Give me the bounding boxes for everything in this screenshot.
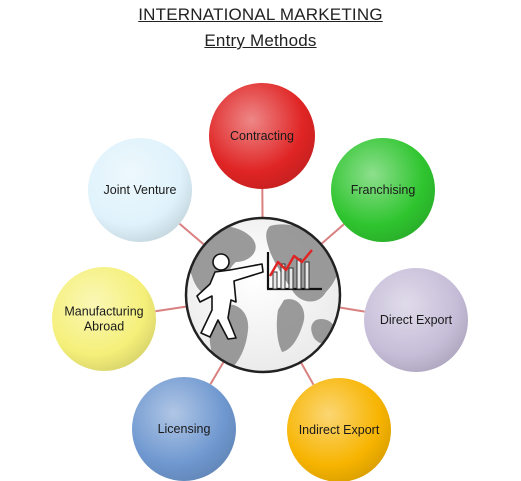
connector-line bbox=[320, 223, 345, 246]
method-node-circle bbox=[364, 268, 468, 372]
method-node-circle bbox=[287, 378, 391, 481]
method-node: Franchising bbox=[331, 138, 435, 242]
connector-line bbox=[338, 306, 365, 313]
method-node-label: Indirect Export bbox=[299, 423, 380, 437]
method-node-circle bbox=[52, 267, 156, 371]
method-node-label: Abroad bbox=[84, 320, 124, 334]
businessman-icon bbox=[196, 253, 264, 340]
connectors bbox=[155, 188, 365, 386]
connector-line bbox=[299, 361, 315, 386]
method-node-label: Manufacturing bbox=[64, 305, 143, 319]
method-node: Direct Export bbox=[364, 268, 468, 372]
connector-line bbox=[209, 360, 225, 385]
diagram-title: INTERNATIONAL MARKETING bbox=[138, 5, 383, 24]
method-node-circle bbox=[331, 138, 435, 242]
rising-chart-icon bbox=[266, 249, 322, 291]
method-node: Joint Venture bbox=[88, 138, 192, 242]
method-node: Indirect Export bbox=[287, 378, 391, 481]
method-node-label: Direct Export bbox=[380, 313, 453, 327]
method-node: Licensing bbox=[132, 377, 236, 481]
method-node: Contracting bbox=[209, 83, 315, 189]
method-node-label: Franchising bbox=[351, 183, 416, 197]
method-node-circle bbox=[88, 138, 192, 242]
diagram-subtitle: Entry Methods bbox=[204, 31, 317, 50]
method-node-label: Contracting bbox=[230, 129, 294, 143]
method-node-label: Licensing bbox=[158, 422, 211, 436]
connector-line bbox=[178, 223, 206, 246]
method-node-circle bbox=[132, 377, 236, 481]
central-globe bbox=[184, 216, 342, 374]
connector-line bbox=[155, 305, 188, 313]
method-node-circle bbox=[209, 83, 315, 189]
method-node-label: Joint Venture bbox=[104, 183, 177, 197]
